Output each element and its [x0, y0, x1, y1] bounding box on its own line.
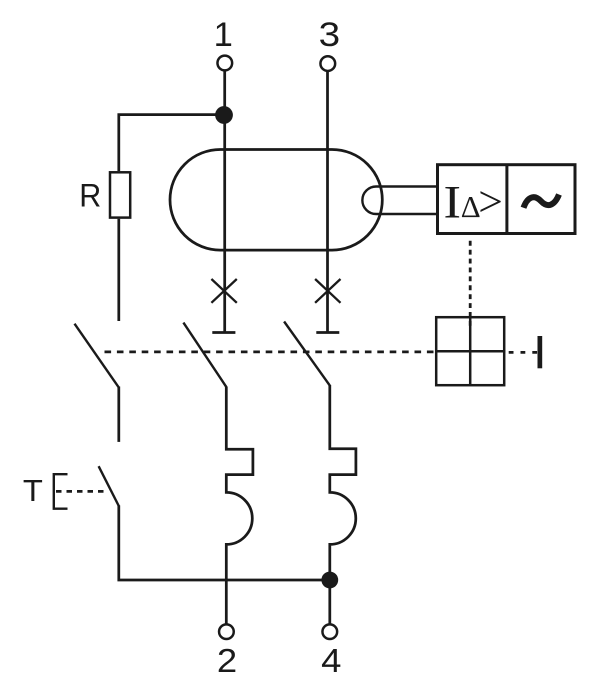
svg-text:4: 4	[321, 642, 341, 679]
svg-text:Δ: Δ	[461, 189, 481, 224]
svg-text:2: 2	[217, 642, 237, 679]
svg-text:>: >	[478, 178, 503, 226]
svg-text:1: 1	[214, 16, 233, 54]
svg-text:3: 3	[319, 16, 341, 54]
svg-text:R: R	[79, 178, 101, 214]
svg-text:T: T	[23, 474, 43, 508]
svg-text:I: I	[444, 176, 462, 228]
